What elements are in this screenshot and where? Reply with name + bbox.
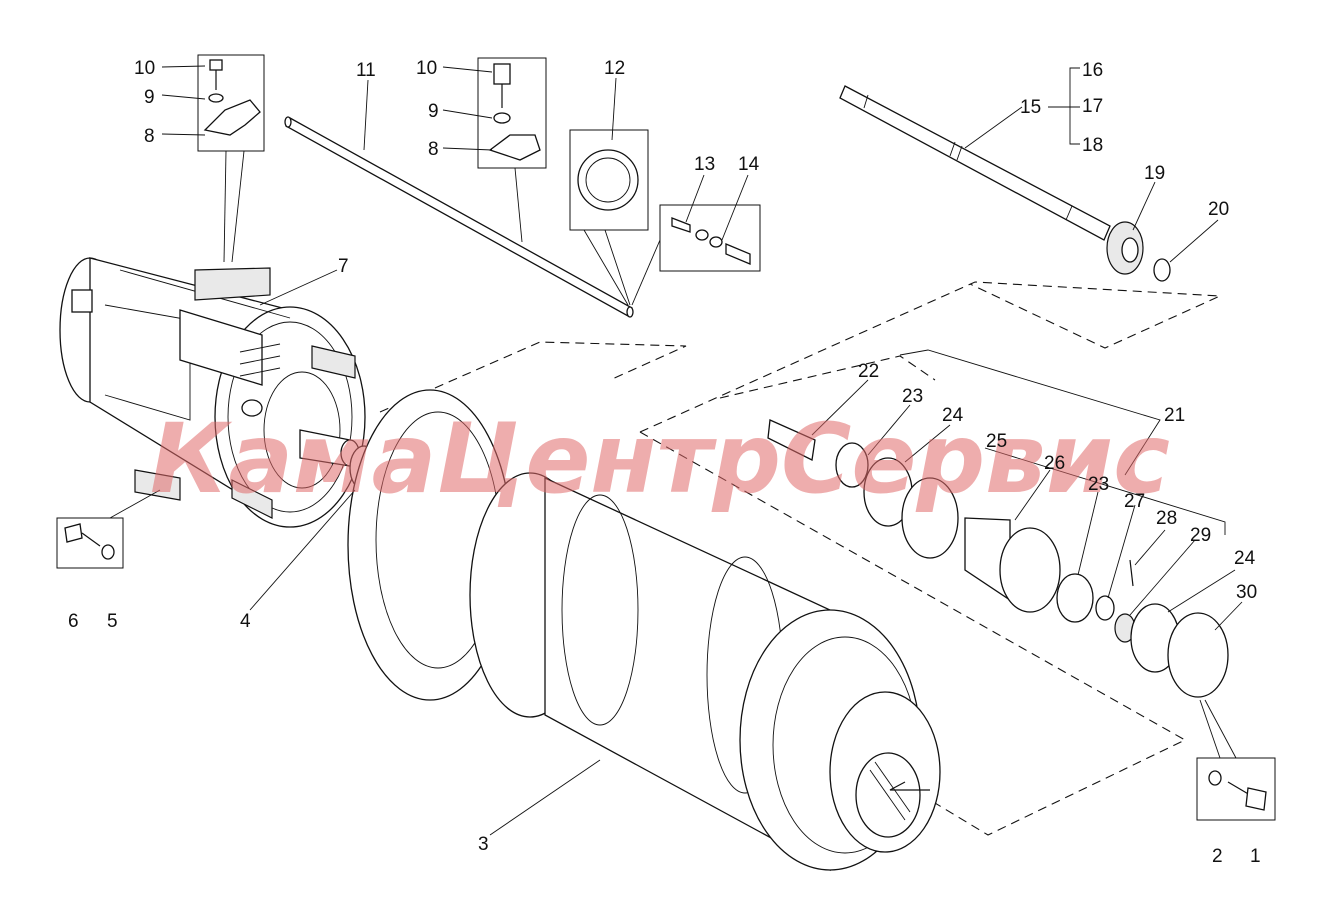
label-18: 18 (1082, 135, 1103, 156)
assembly-outlines (379, 281, 1221, 836)
label-17: 17 (1082, 96, 1103, 117)
label-13: 13 (694, 154, 715, 175)
label-6: 6 (68, 611, 79, 632)
label-20: 20 (1208, 199, 1229, 220)
label-30: 30 (1236, 582, 1257, 603)
stud-22 (767, 419, 816, 461)
circlip-20 (1153, 258, 1171, 282)
label-24b: 24 (1234, 548, 1256, 569)
label-26: 26 (1044, 453, 1065, 474)
bolt-set-box-5-6 (56, 489, 161, 569)
label-27: 27 (1124, 491, 1145, 512)
washer-27 (1095, 595, 1115, 621)
cover-30 (1167, 612, 1229, 698)
part-labels: 10 9 8 11 10 9 8 12 13 14 7 15 16 17 18 … (68, 58, 1261, 867)
label-4: 4 (240, 611, 251, 632)
label-12: 12 (604, 58, 625, 79)
label-9a: 9 (144, 87, 155, 108)
label-28: 28 (1156, 508, 1177, 529)
tube-11 (284, 116, 634, 318)
hose-clamp-box (569, 129, 649, 306)
label-11: 11 (356, 60, 376, 81)
label-14: 14 (738, 154, 760, 175)
label-8b: 8 (428, 139, 439, 160)
label-9b: 9 (428, 101, 439, 122)
pin-28 (1129, 559, 1134, 587)
label-29: 29 (1190, 525, 1211, 546)
label-5: 5 (107, 611, 118, 632)
label-3: 3 (478, 834, 489, 855)
label-10a: 10 (134, 58, 155, 79)
wheel-hub-3 (347, 389, 941, 872)
clamp-set-box-middle (477, 57, 547, 243)
label-19: 19 (1144, 163, 1165, 184)
bearing-23b (1056, 573, 1094, 623)
leader-lines (161, 65, 1243, 836)
axle-shaft-15 (839, 85, 1111, 241)
label-8a: 8 (144, 126, 155, 147)
bearing-assembly (767, 419, 1229, 698)
label-16: 16 (1082, 60, 1103, 81)
label-24a: 24 (942, 405, 964, 426)
sun-gear-19 (1106, 221, 1144, 275)
label-22: 22 (858, 361, 879, 382)
label-10b: 10 (416, 58, 437, 79)
clamp-set-box-left (197, 54, 265, 263)
label-2: 2 (1212, 846, 1223, 867)
bolt-set-box-1-2 (1196, 699, 1276, 821)
label-7: 7 (338, 256, 349, 277)
planetary-housing-7 (59, 257, 366, 528)
label-1: 1 (1250, 846, 1261, 867)
gasket-25 (901, 477, 959, 559)
fitting-box (631, 204, 761, 306)
label-15: 15 (1020, 97, 1041, 118)
watermark: КамаЦентрСервис (150, 403, 1170, 515)
bearing-23a (835, 442, 869, 488)
label-23a: 23 (902, 386, 923, 407)
label-25: 25 (986, 431, 1007, 452)
label-23b: 23 (1088, 474, 1109, 495)
label-21: 21 (1164, 405, 1185, 426)
